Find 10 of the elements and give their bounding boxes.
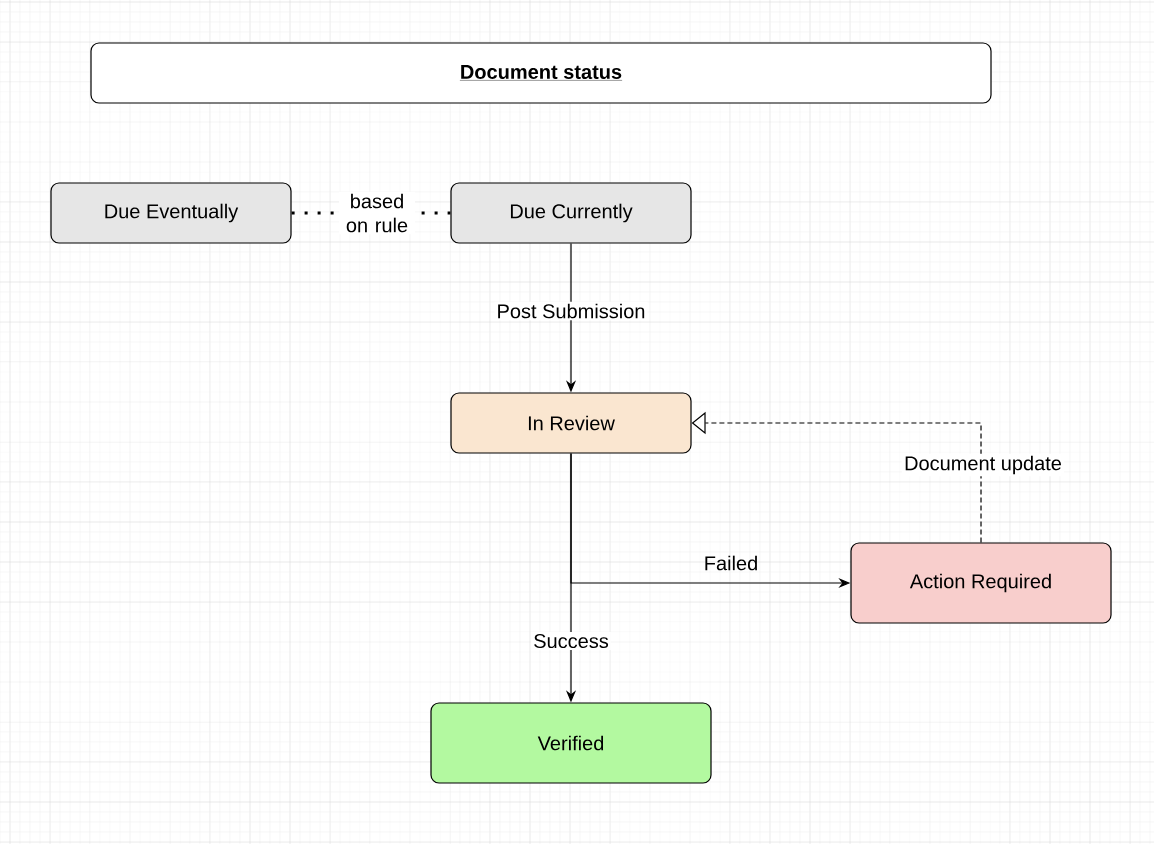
title-box: Document status (90, 42, 992, 104)
state-box: In Review (450, 392, 692, 454)
state-box: Due Eventually (50, 182, 292, 244)
edge-label: Success (531, 631, 611, 651)
edge-label: Failed (705, 555, 757, 571)
state-box: Verified (430, 702, 712, 784)
edge-label: based on rule (339, 191, 415, 235)
state-box: Action Required (850, 542, 1112, 624)
edge-label: Document update (902, 453, 1064, 477)
state-box: Due Currently (450, 182, 692, 244)
